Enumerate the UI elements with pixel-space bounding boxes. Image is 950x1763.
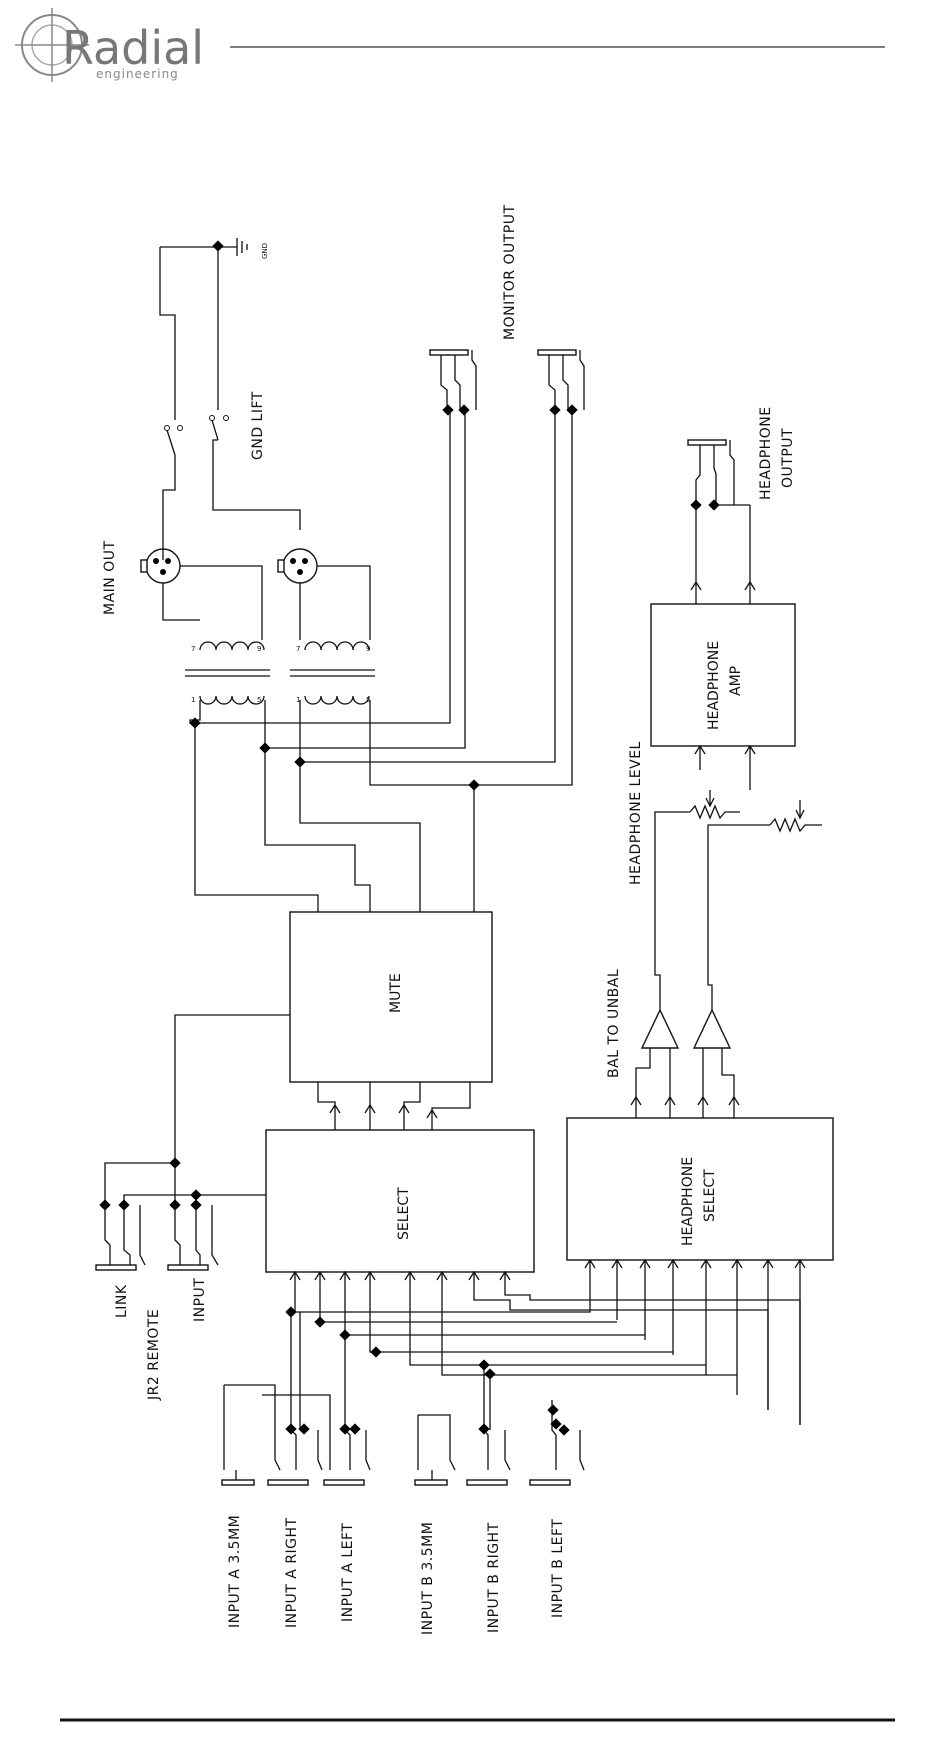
main-out-xlr-2 [278,549,317,583]
input-b-35mm-jack [415,1415,455,1485]
input-b-left-jack [530,1400,584,1485]
select-block-label: SELECT [396,1187,412,1240]
pin-1: 1 [191,696,195,704]
mute-output-wiring [189,410,572,912]
headphone-output-label-1: HEADPHONE [758,406,774,500]
input-a-left-label: INPUT A LEFT [340,1523,356,1622]
input-b-35mm-label: INPUT B 3.5MM [420,1522,436,1635]
headphone-amp-block [651,604,795,746]
monitor-output-jack-2 [538,350,584,416]
headphone-level-pot-2 [708,746,822,880]
pin-9: 9 [257,645,261,653]
mute-remote-wiring [99,1015,290,1211]
headphone-amp-label-2: AMP [728,666,744,696]
mute-block-label: MUTE [388,973,404,1013]
input-jack [168,1205,218,1270]
select-to-mute-wiring [318,1082,470,1130]
input-b-left-label: INPUT B LEFT [550,1519,566,1618]
output-transformer-2: 7 9 1 5 [290,566,375,704]
input-a-right-label: INPUT A RIGHT [284,1517,300,1628]
link-label: LINK [114,1284,130,1318]
input-bus-wiring [285,1260,805,1425]
bal-to-unbal-label: BAL TO UNBAL [606,969,622,1078]
gnd-label: GND [261,243,269,259]
headphone-level-pot-1 [655,746,740,870]
brand-logo-subtext: engineering [96,67,179,81]
ground-symbol: GND [160,238,269,259]
link-jack [96,1205,145,1270]
main-out-label: MAIN OUT [102,540,118,615]
input-label: INPUT [192,1278,208,1322]
input-a-left-jack [324,1335,370,1485]
headphone-level-label: HEADPHONE LEVEL [628,741,644,885]
headphone-amp-output-wiring [691,505,755,604]
input-a-35mm-jack [222,1385,280,1485]
radial-logo: Radial engineering [15,8,204,82]
headphone-output-jack [688,440,734,511]
monitor-output-jack-1 [430,350,476,416]
headphone-amp-label-1: HEADPHONE [706,641,722,730]
jr2-remote-label: JR2 REMOTE [146,1309,162,1401]
bal-to-unbal-amp-1 [631,870,678,1118]
pin-9: 9 [366,645,370,653]
input-a-right-jack [262,1312,330,1485]
monitor-output-label: MONITOR OUTPUT [502,204,518,340]
main-out-xlr-1 [141,549,180,583]
input-b-right-jack [467,1359,510,1485]
headphone-select-label-2: SELECT [702,1169,718,1222]
gnd-lift-switch [160,247,300,560]
headphone-output-label-2: OUTPUT [780,428,796,488]
input-a-35mm-label: INPUT A 3.5MM [227,1515,243,1628]
input-b-right-label: INPUT B RIGHT [486,1522,502,1633]
pin-7: 7 [191,645,195,653]
output-transformer-1: 7 9 1 5 [163,566,270,704]
gnd-lift-label: GND LIFT [250,391,266,460]
headphone-select-block [567,1118,833,1260]
bal-to-unbal-amp-2 [694,880,739,1118]
pin-7: 7 [296,645,300,653]
headphone-select-label-1: HEADPHONE [680,1157,696,1246]
pin-5: 5 [257,696,261,704]
